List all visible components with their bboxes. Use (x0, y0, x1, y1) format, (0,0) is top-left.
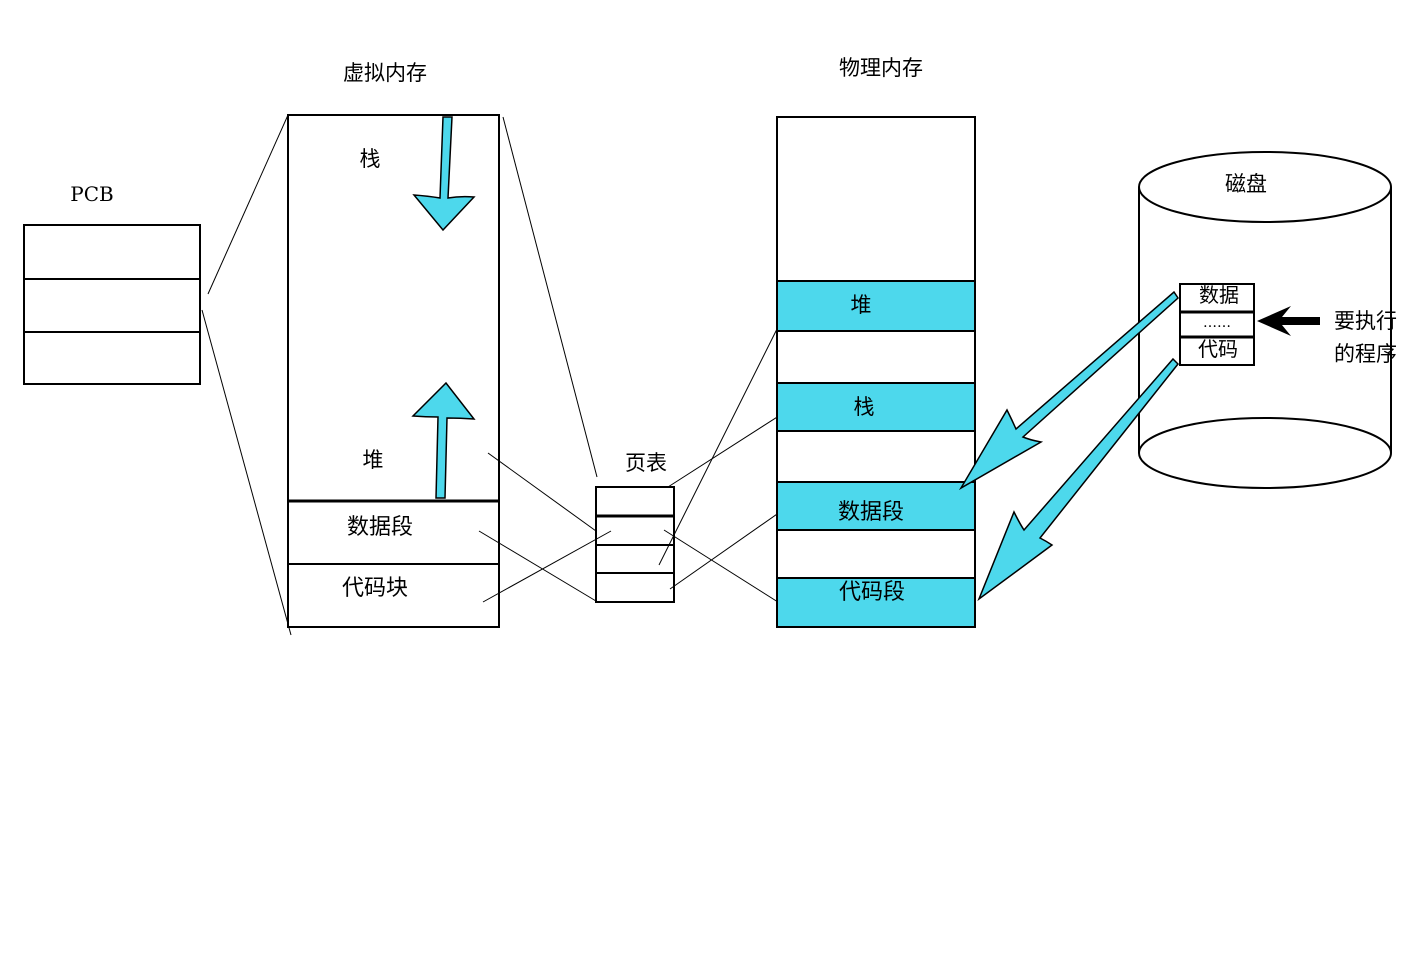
virtual-stack-label: 栈 (360, 147, 381, 171)
physical-heap-label: 堆 (851, 293, 872, 317)
physical-memory-title: 物理内存 (839, 56, 923, 80)
program-label-line2: 的程序 (1334, 342, 1397, 366)
disk-program-data (1179, 283, 1255, 313)
physical-memory: 物理内存 堆 栈 数据段 代码段 (776, 56, 976, 628)
disk: 磁盘 数据 …… 代码 要执行 的程序 (1138, 151, 1397, 489)
physical-free-top (776, 116, 976, 282)
physical-data-segment (776, 481, 976, 531)
page-table-entry-3 (595, 544, 675, 574)
mapping-lines (478, 116, 797, 610)
disk-cylinder-bottom-hidden (1138, 417, 1392, 454)
disk-title: 磁盘 (1225, 172, 1267, 196)
physical-free-2 (776, 430, 976, 483)
physical-stack-label: 栈 (854, 395, 875, 419)
physical-code-segment (776, 577, 976, 628)
physical-stack (776, 382, 976, 432)
disk-program-data-label: 数据 (1199, 283, 1239, 307)
physical-code-segment-label: 代码段 (839, 580, 905, 605)
pcb-slot-3 (23, 331, 201, 385)
virtual-memory: 虚拟内存 栈 堆 数据段 代码块 (287, 61, 500, 628)
pcb-zoom-lines (201, 114, 292, 636)
page-table-entry-4 (595, 572, 675, 603)
page-table-entry-1 (595, 486, 675, 517)
page-table-title: 页表 (625, 451, 667, 475)
disk-cylinder-top (1138, 151, 1392, 223)
virtual-stack-heap-region (287, 114, 500, 502)
pcb-title: PCB (70, 182, 113, 206)
physical-free-3 (776, 529, 976, 579)
physical-free-1 (776, 330, 976, 384)
program-pointer-arrow (1257, 306, 1320, 336)
stack-growth-down-arrow (412, 116, 476, 232)
page-table: 页表 (595, 451, 675, 603)
virtual-heap-label: 堆 (363, 448, 384, 472)
disk-program-ellipsis-label: …… (1203, 315, 1231, 331)
disk-cylinder-body (1138, 187, 1392, 489)
program-label-line1: 要执行 (1334, 309, 1397, 333)
virtual-memory-title: 虚拟内存 (343, 61, 427, 85)
pcb-slot-2 (23, 278, 201, 333)
disk-program-code-label: 代码 (1198, 337, 1238, 361)
pcb: PCB (23, 182, 201, 385)
virtual-code-block-label: 代码块 (342, 576, 408, 601)
load-data-arrow (958, 290, 1179, 491)
pcb-slot-1 (23, 224, 201, 280)
disk-program-ellipsis (1179, 311, 1255, 338)
heap-growth-up-arrow (411, 381, 476, 499)
virtual-data-segment-label: 数据段 (347, 515, 413, 540)
virtual-code-block (287, 563, 500, 628)
physical-heap (776, 280, 976, 332)
load-code-arrow (977, 357, 1180, 602)
page-table-entry-2 (595, 515, 675, 546)
physical-data-segment-label: 数据段 (838, 500, 904, 525)
virtual-data-segment (287, 500, 500, 565)
